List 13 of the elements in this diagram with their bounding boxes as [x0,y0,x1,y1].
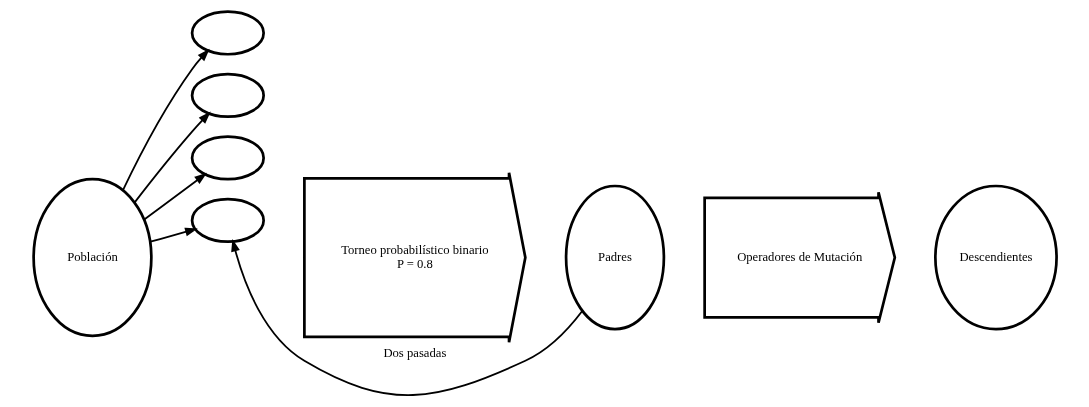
node-ellipse: Descendientes [933,184,1058,331]
edge-label: Dos pasadas [382,346,446,361]
node-ellipse [190,10,265,56]
node-ellipse [190,135,265,181]
node-ellipse [190,197,265,244]
node-ellipse [190,72,265,119]
arrow [133,111,211,204]
arrow [142,172,207,221]
arrow [230,238,583,396]
node-ellipse: Padres [564,184,665,331]
arrow [121,48,210,192]
arrow [149,227,198,243]
node-ellipse: Población [31,177,153,338]
